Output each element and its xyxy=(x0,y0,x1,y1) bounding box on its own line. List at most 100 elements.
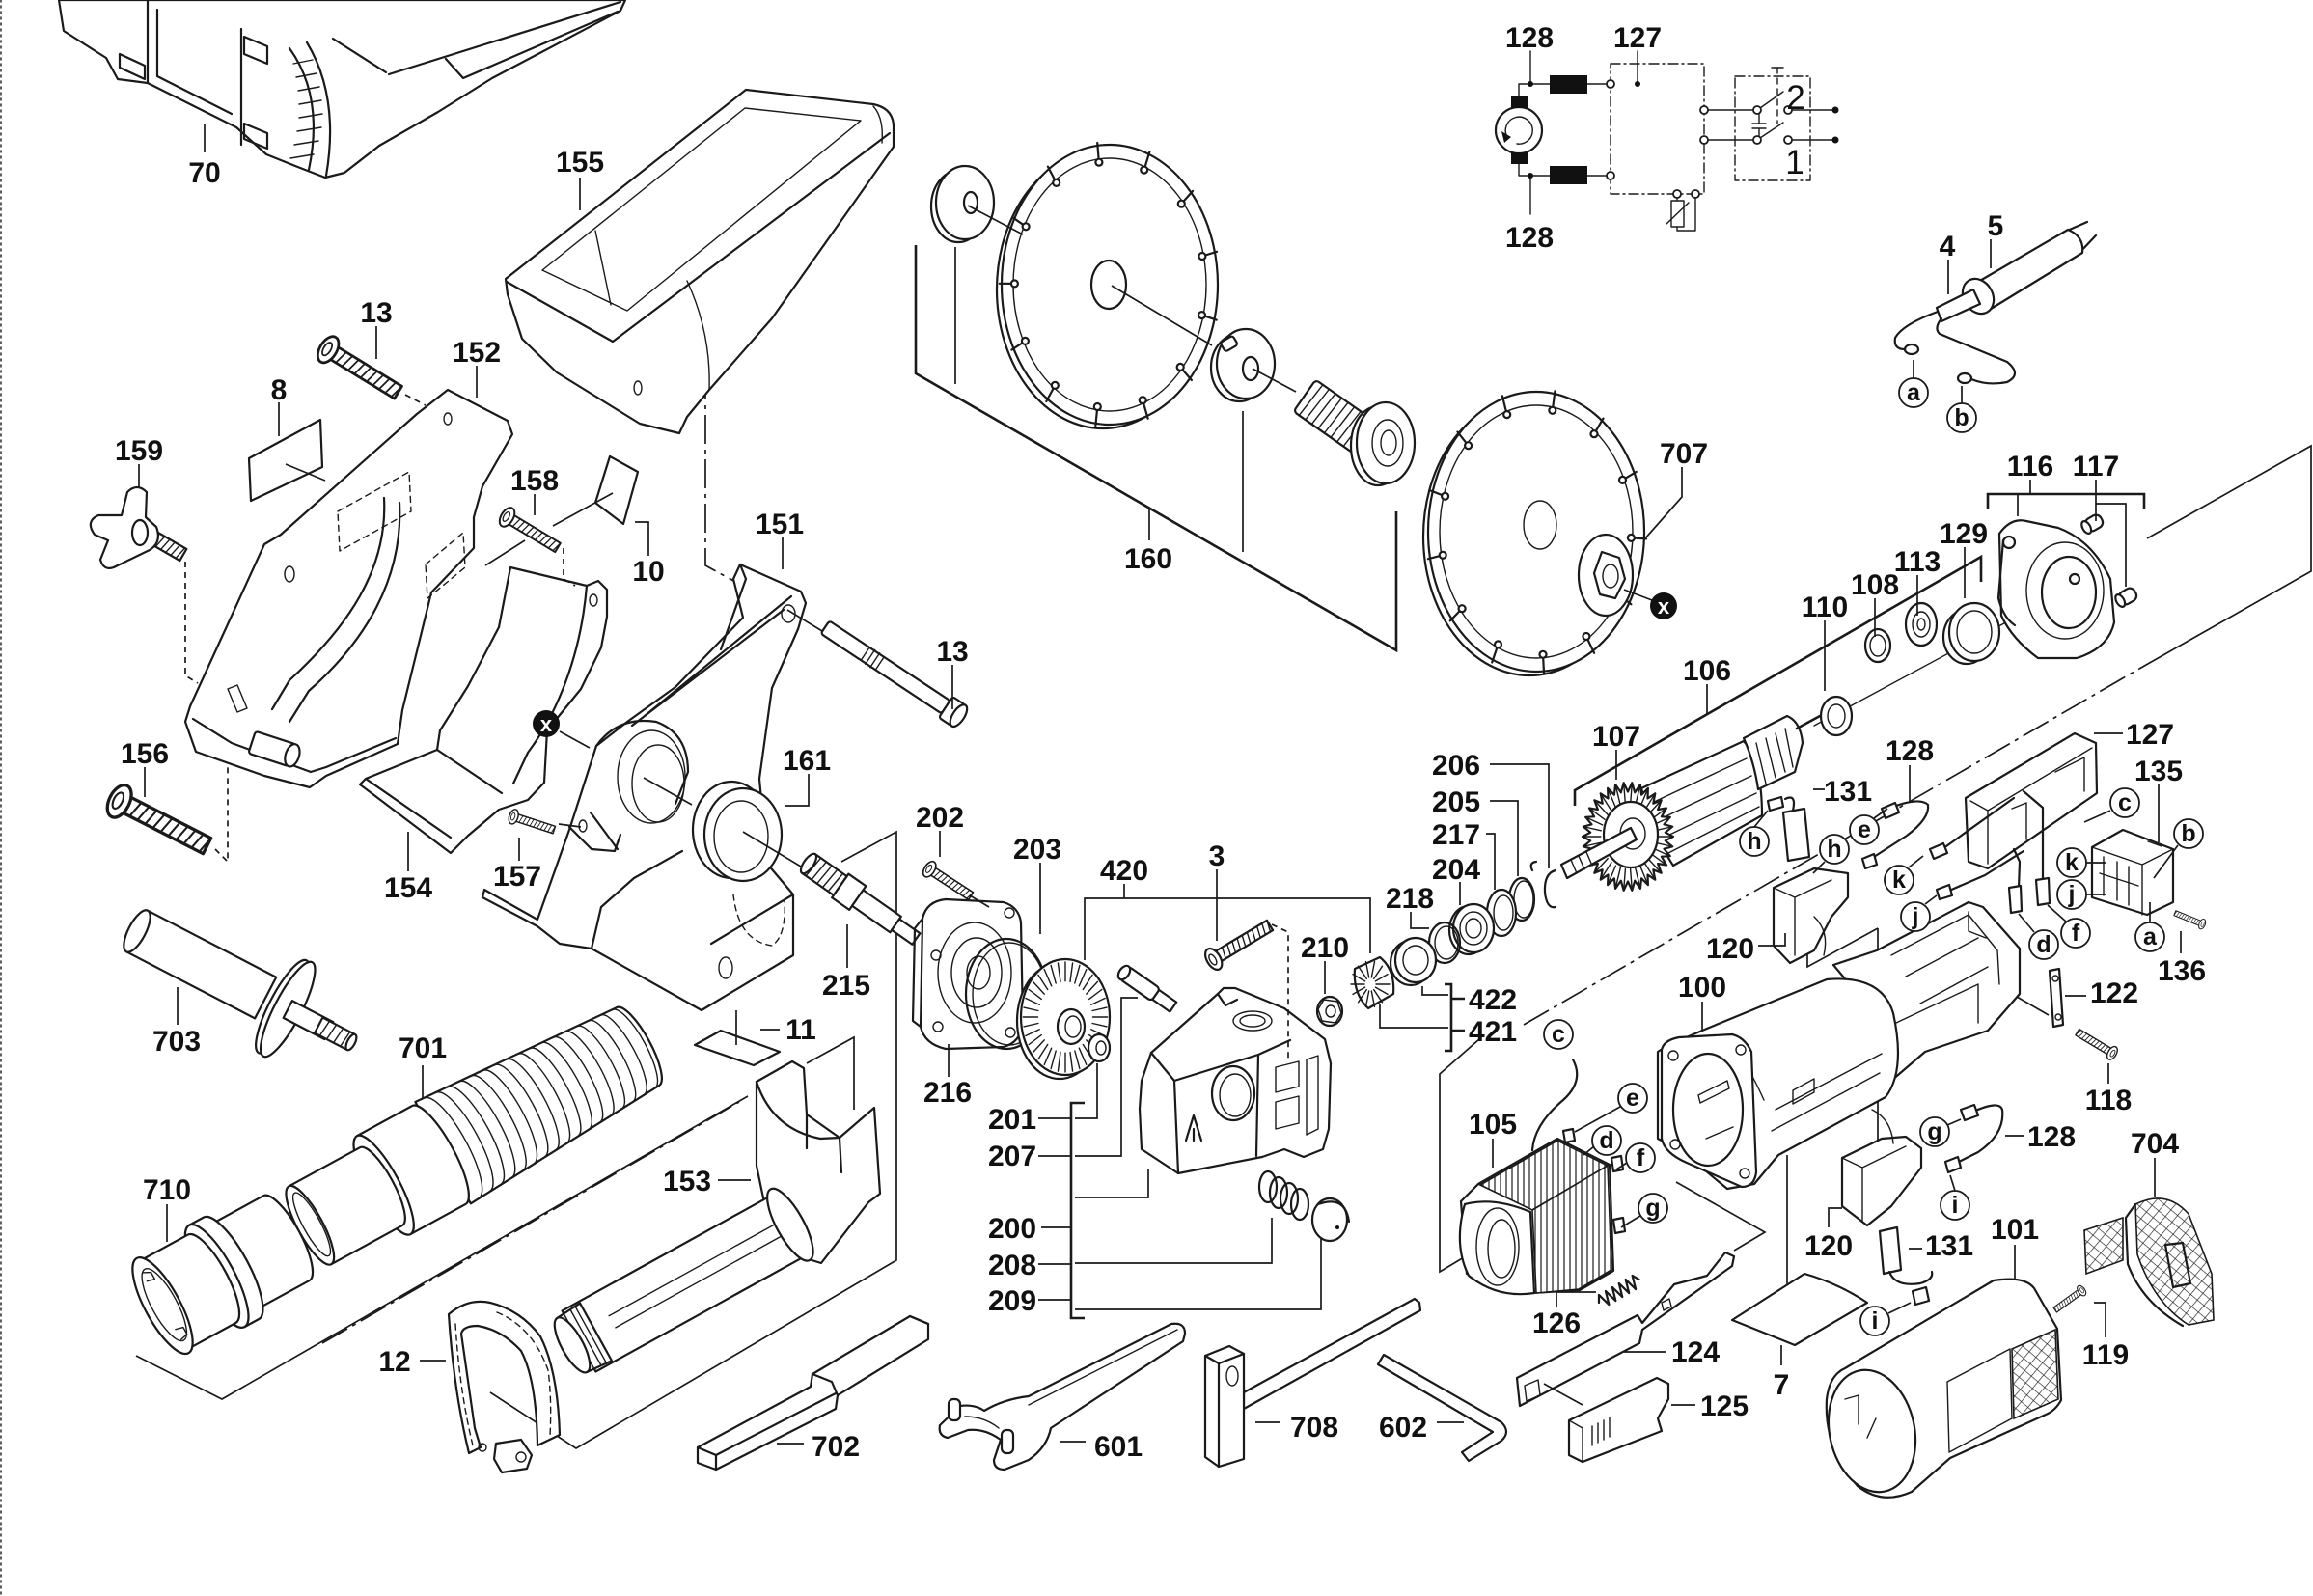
callout-119: 119 xyxy=(2082,1339,2129,1371)
blade-slot-hole xyxy=(1626,533,1637,543)
switch-detail xyxy=(2091,840,2174,916)
screw-202 xyxy=(920,858,977,904)
marker-letter: f xyxy=(2072,920,2080,947)
hose-rib xyxy=(447,1086,506,1186)
callout-710: 710 xyxy=(143,1174,191,1206)
holder-detail xyxy=(1841,1109,1907,1223)
marker-letter: i xyxy=(1872,1307,1879,1335)
blade-set-bracket xyxy=(914,245,1398,653)
flange-bore xyxy=(966,955,991,990)
leader-line xyxy=(1615,239,2127,780)
flange-boss xyxy=(2001,535,2017,550)
needle-bearing-201 xyxy=(1087,1032,1112,1063)
fan-blade xyxy=(1583,826,1603,832)
blade-slot-hole xyxy=(1617,475,1628,484)
blade-slot-hole xyxy=(1463,441,1473,451)
nut-bore xyxy=(1602,564,1619,589)
hose-rib xyxy=(552,1035,604,1123)
gear-tooth xyxy=(1069,1051,1074,1072)
switch-position-2: 2 xyxy=(1786,79,1804,117)
callout-10: 10 xyxy=(632,556,664,588)
assembly-marker-x: x xyxy=(1650,592,1677,619)
gear-tooth xyxy=(1032,1039,1045,1054)
callout-161: 161 xyxy=(783,745,831,777)
diamond-blade-707 xyxy=(1421,390,1648,677)
marker-letter: d xyxy=(2036,931,2051,958)
gear-tooth xyxy=(1057,1051,1061,1072)
gear-tooth xyxy=(1037,1043,1049,1060)
stator-side-face xyxy=(1531,1164,1612,1294)
brush-symbol-top xyxy=(1511,96,1528,108)
connector-marker-d: d xyxy=(2028,929,2059,960)
inner-guard-outline xyxy=(358,565,609,855)
guard-roller xyxy=(248,730,301,768)
callout-207: 207 xyxy=(988,1141,1036,1172)
brush-lead xyxy=(1887,1270,1934,1285)
gear-case-200 xyxy=(1138,986,1333,1175)
connector-marker-k: k xyxy=(2056,847,2087,878)
screw-136 xyxy=(2172,907,2208,931)
hose-rib xyxy=(423,1096,483,1199)
armature-shaft-right xyxy=(1795,714,1822,730)
housing-screw-hole xyxy=(1669,1139,1681,1150)
marker-letter: f xyxy=(1637,1144,1645,1171)
callout-217: 217 xyxy=(1432,819,1480,851)
callout-702: 702 xyxy=(812,1431,860,1463)
gear-tooth xyxy=(1091,1022,1108,1028)
nut-body xyxy=(1315,995,1344,1028)
cable-inner-sleeve-4 xyxy=(1935,288,1982,323)
nut-210 xyxy=(1315,995,1344,1028)
marker-letter: k xyxy=(1892,867,1906,894)
fan-blade xyxy=(1623,867,1627,890)
fan-blade xyxy=(1638,865,1649,885)
flange-ring xyxy=(2025,541,2105,640)
module-wires xyxy=(1944,789,2045,893)
button-body xyxy=(1567,1376,1670,1464)
connector-marker-f: f xyxy=(2060,918,2091,949)
callout-159: 159 xyxy=(115,435,163,467)
spring-coil xyxy=(1597,1274,1640,1307)
blade-slot-hole xyxy=(1457,604,1467,614)
hose-rib xyxy=(576,1025,626,1110)
cap-edge xyxy=(1316,1200,1351,1224)
marker-circle xyxy=(1884,865,1914,895)
label-sticker-11 xyxy=(693,1029,782,1067)
blade-slot-hole xyxy=(1198,251,1207,261)
clip-hole xyxy=(2054,1013,2062,1021)
marker-circle xyxy=(1739,826,1770,857)
filter-frame xyxy=(2124,1202,2192,1328)
hose-rib xyxy=(517,1053,571,1144)
marker-circle xyxy=(1819,834,1850,865)
callout-108: 108 xyxy=(1851,569,1899,601)
assembly-bracket-421 xyxy=(1445,982,1465,1053)
nut-hex xyxy=(1592,550,1627,600)
cable-wire-a xyxy=(1893,310,1940,351)
blade-slot-hole xyxy=(1050,380,1060,390)
callout-135: 135 xyxy=(2134,756,2183,787)
gear-tooth xyxy=(1372,988,1384,1004)
connector-marker-j: j xyxy=(1900,901,1931,932)
cover-label-area xyxy=(1946,1348,2013,1453)
marker-circle xyxy=(1946,402,1977,433)
rotation-arrowhead-icon xyxy=(1501,131,1511,143)
fan-blade xyxy=(1650,853,1666,866)
callout-703: 703 xyxy=(152,1026,201,1058)
diamond-blade xyxy=(1421,390,1648,677)
callout-106: 106 xyxy=(1683,655,1731,687)
brush-symbol-bottom xyxy=(1511,152,1528,164)
roller-end xyxy=(284,743,301,768)
cable-eyelet-a xyxy=(1903,343,1920,356)
callout-200: 200 xyxy=(988,1213,1036,1245)
adapter-notches xyxy=(141,1271,188,1340)
chisel-edges xyxy=(696,1314,930,1472)
gear-tooth xyxy=(1074,964,1081,984)
screw-157 xyxy=(506,807,558,839)
handle-thread-lines xyxy=(318,1020,351,1048)
bearing-113-race xyxy=(1912,611,1931,638)
armature-laminations xyxy=(1651,757,1760,854)
rear-cover xyxy=(1825,1278,2063,1499)
marker-letter: j xyxy=(2068,881,2076,908)
spring-208 xyxy=(1257,1169,1310,1222)
connector-marker-h: h xyxy=(1819,834,1850,865)
